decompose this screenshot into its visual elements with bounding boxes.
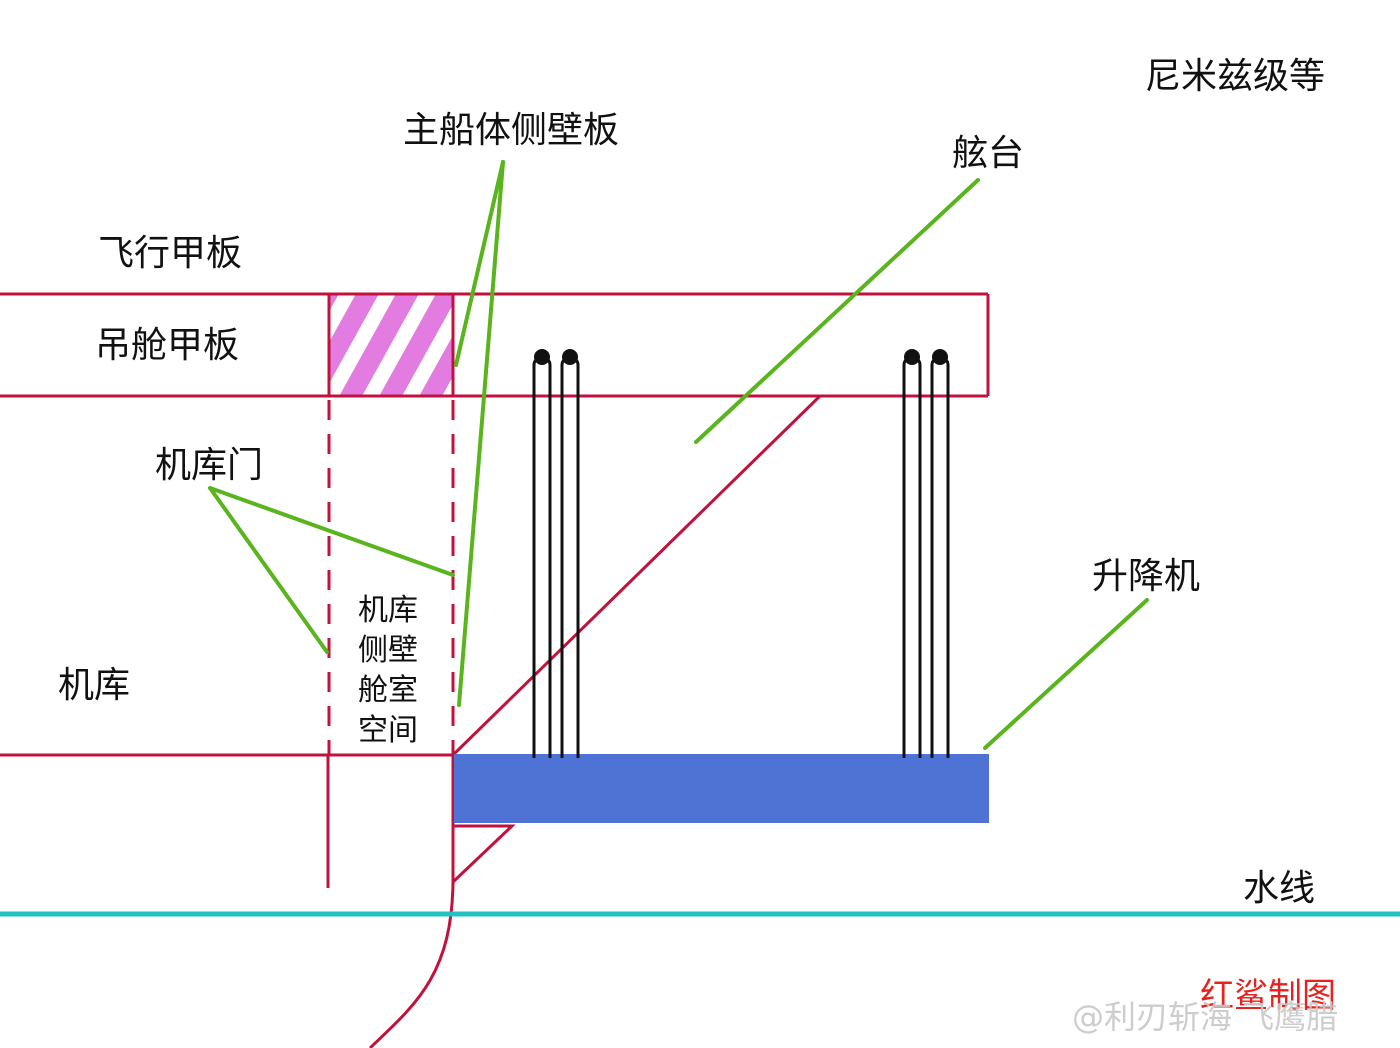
side-compartment-label: 机库 侧壁 舱室 空间 [358,593,418,748]
elevator-cables [532,355,950,758]
elevator-label: 升降机 [1092,556,1200,597]
weibo-watermark: @利刃斩海 飞鹰腊 [1072,998,1338,1036]
flight-deck-label: 飞行甲板 [98,233,242,274]
main-hull-side-plate-label: 主船体侧壁板 [403,110,619,151]
sponson-brace [451,394,822,757]
sponson-label: 舷台 [952,133,1024,174]
hull-side-plate-hatch [329,295,453,395]
svg-text:侧壁: 侧壁 [358,633,418,668]
author-credit: 红鲨制图 [1200,976,1336,1016]
svg-text:空间: 空间 [358,713,418,748]
gallery-deck-label: 吊舱甲板 [95,325,239,366]
svg-text:舱室: 舱室 [358,673,418,708]
cable-sheaves [534,349,948,365]
hull-curve [368,881,455,1048]
top-right-note: 尼米兹级等 [1145,56,1325,97]
elevator-platform [454,754,989,823]
ship-structure [0,292,990,1048]
hangar-label: 机库 [58,665,130,706]
svg-text:机库: 机库 [358,593,418,628]
elevator-bracket [451,824,516,884]
hangar-door-label: 机库门 [155,445,263,486]
leader-lines [208,160,1149,750]
waterline-label: 水线 [1243,868,1315,909]
